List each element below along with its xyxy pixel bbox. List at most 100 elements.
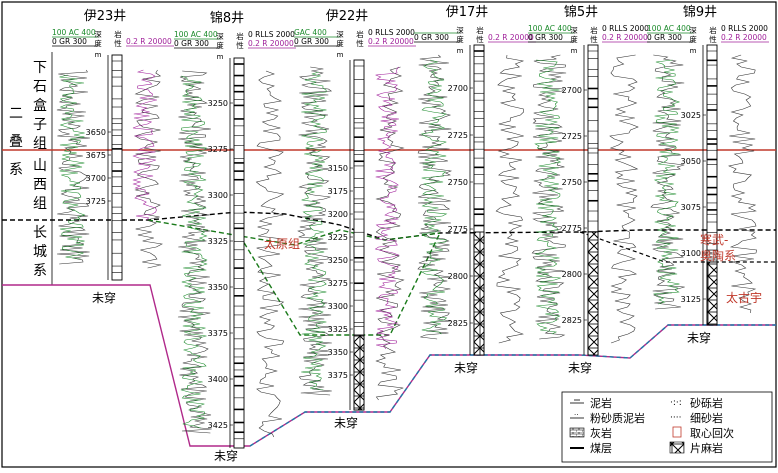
- gneiss-block: [587, 231, 599, 356]
- svg-text:叠: 叠: [9, 134, 23, 150]
- log-header-rlls: 0 RLLS 2000: [368, 28, 415, 37]
- svg-text:组: 组: [33, 136, 47, 152]
- svg-text:山: 山: [33, 158, 47, 174]
- depth-tick: 3325: [328, 325, 348, 334]
- lith-header: 岩: [590, 25, 598, 35]
- depth-header: 深: [336, 30, 344, 39]
- limestone-block: [706, 249, 718, 261]
- depth-header: 度: [216, 40, 224, 50]
- depth-tick: 2800: [448, 272, 468, 281]
- lith-header: 岩: [476, 25, 484, 35]
- ac-curve: [180, 75, 208, 429]
- log-header-ac: 100 AC 400: [174, 30, 218, 39]
- rlls-curve: [134, 69, 163, 269]
- formation-labels: 太原组寒武-奥陶系太古宇: [264, 232, 762, 305]
- depth-unit: m: [95, 51, 102, 59]
- not-penetrated-label: 未穿: [454, 360, 478, 375]
- not-penetrated-label: 未穿: [92, 290, 116, 305]
- depth-tick: 2725: [448, 131, 468, 140]
- basement-dashed-line: [249, 324, 776, 447]
- legend-item-left-2: 灰岩: [569, 426, 612, 440]
- depth-tick: 3325: [208, 237, 228, 246]
- depth-unit: m: [217, 53, 224, 61]
- log-header-r: 0.2 R 20000: [721, 33, 767, 42]
- log-header-r: 0.2 R 20000: [602, 33, 648, 42]
- taiyuan-green-dashed-line: [147, 219, 441, 246]
- depth-tick: 3725: [86, 197, 106, 206]
- log-header-r: 0.2 R 20000: [126, 37, 172, 46]
- log-header-rlls: 0 RLLS 2000: [602, 24, 649, 33]
- svg-text:西: 西: [33, 177, 47, 193]
- gr-curve: [417, 54, 453, 340]
- depth-tick: 2825: [562, 316, 582, 325]
- depth-tick: 3050: [681, 157, 701, 166]
- legend-item-left-1: ··粉砂质泥岩: [570, 411, 645, 425]
- svg-text:长: 长: [33, 225, 47, 241]
- svg-text:细砂岩: 细砂岩: [690, 411, 723, 425]
- depth-tick: 3350: [208, 283, 228, 292]
- depth-tick: 3650: [86, 128, 106, 137]
- gneiss-block: [473, 231, 485, 356]
- depth-header: 深: [456, 26, 464, 35]
- log-header-rlls: 0 RLLS 2000: [248, 30, 295, 39]
- legend-item-left-0: 泥岩: [570, 396, 612, 410]
- depth-header: 度: [689, 34, 697, 44]
- legend-item-right-0: ·:·:砂砾岩: [670, 396, 723, 410]
- r-curve: [132, 69, 157, 221]
- depth-tick: 3025: [681, 111, 701, 120]
- svg-text:煤层: 煤层: [590, 442, 612, 455]
- depth-tick: 3675: [86, 151, 106, 160]
- ac-curve: [301, 71, 327, 391]
- depth-unit: m: [571, 47, 578, 55]
- rlls-curve: [609, 54, 639, 344]
- depth-tick: 3350: [328, 348, 348, 357]
- depth-tick: 3100: [681, 249, 701, 258]
- ac-curve: [420, 59, 448, 335]
- rlls-curve: [255, 70, 285, 438]
- depth-header: 深: [689, 26, 697, 35]
- log-header-ac: GAC 400: [294, 28, 327, 37]
- depth-tick: 2800: [562, 270, 582, 279]
- not-penetrated-label: 未穿: [334, 415, 358, 430]
- not-penetrated-label: 未穿: [568, 360, 592, 375]
- lithology-column: [111, 54, 123, 281]
- taiyuan-label: 太原组: [264, 236, 300, 251]
- depth-tick: 3400: [208, 375, 228, 384]
- log-header-gr: 0 GR 300: [174, 39, 209, 48]
- log-header-ac: 100 AC 400: [52, 28, 96, 37]
- rlls-curve: [728, 54, 757, 314]
- log-header-r: 0.2 R 20000: [248, 39, 294, 48]
- depth-header: 度: [336, 38, 344, 48]
- svg-text:石: 石: [33, 79, 47, 95]
- depth-tick: 3275: [208, 145, 228, 154]
- svg-text:····: ····: [670, 413, 681, 423]
- svg-text:组: 组: [33, 196, 47, 212]
- svg-text:泥岩: 泥岩: [590, 396, 612, 410]
- lith-header: 岩: [356, 29, 364, 39]
- depth-tick: 3275: [328, 279, 348, 288]
- taiyuan-base-green-dashed-line: [239, 232, 441, 336]
- gneiss-block: [706, 261, 718, 326]
- formation-label-2: 长城系: [33, 225, 47, 279]
- svg-text:盒: 盒: [33, 97, 47, 114]
- depth-unit: m: [337, 51, 344, 59]
- gr-curve: [650, 54, 685, 310]
- svg-text:灰岩: 灰岩: [590, 426, 612, 440]
- lith-header: 性: [356, 38, 364, 48]
- legend-item-right-3: 片麻岩: [669, 441, 723, 455]
- depth-unit: m: [457, 47, 464, 55]
- depth-header: 深: [94, 30, 102, 39]
- lith-header: 性: [476, 34, 484, 44]
- ac-curve: [59, 74, 86, 260]
- depth-tick: 3125: [681, 295, 701, 304]
- depth-tick: 3225: [328, 233, 348, 242]
- well-name: 锦9井: [683, 5, 717, 20]
- ac-curve: [653, 59, 681, 305]
